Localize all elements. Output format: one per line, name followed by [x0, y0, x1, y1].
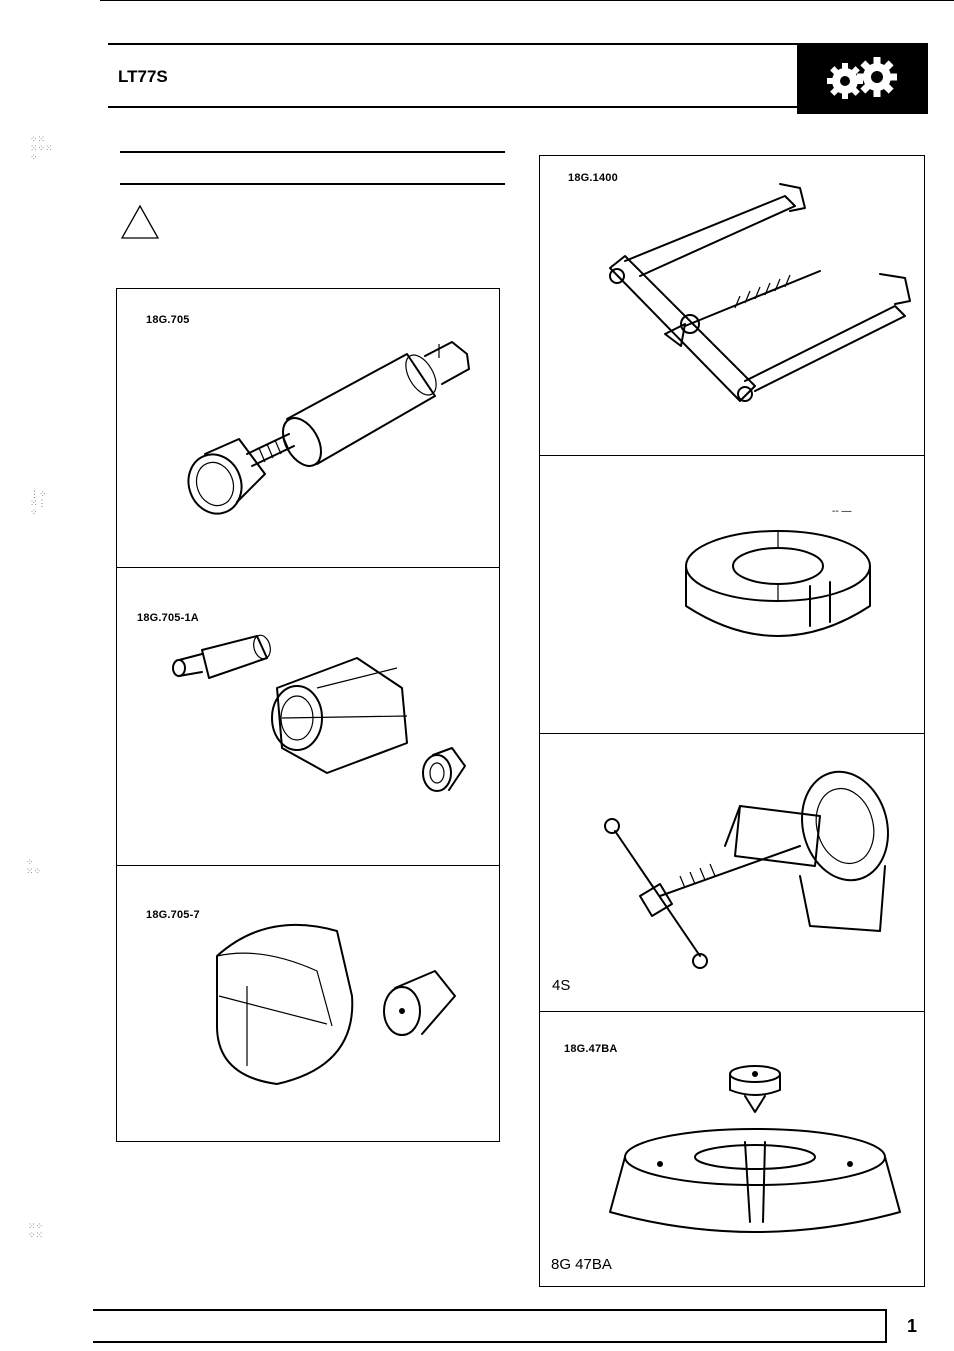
header-bottom-rule: [108, 106, 928, 108]
section-badge: [797, 43, 928, 114]
header-top-rule: [108, 43, 798, 45]
margin-mark: ⁙⁘⁘⁙: [28, 1221, 44, 1240]
margin-mark: ⁘⁙⁙⁘⁙⁘: [30, 134, 53, 162]
bearing-remover-illustration: [604, 770, 889, 969]
warning-icon: [120, 204, 160, 239]
tool-panel-18g47ba: 18G.47BA 8G 47BA: [539, 1011, 925, 1287]
page-number: 1: [907, 1316, 918, 1336]
tool-label: 18G.1400: [568, 172, 618, 184]
section-rule-1: [120, 151, 505, 153]
tool-label: 18G.705-7: [146, 909, 200, 921]
tool-caption: 4S: [552, 977, 571, 994]
base-and-pilot-illustration: [609, 1065, 901, 1233]
tool-panel-18g1400: 18G.1400: [539, 155, 925, 456]
collet-adaptor-illustration: [216, 923, 456, 1085]
impulse-extractor-illustration: [187, 341, 470, 515]
puller-illustration: [609, 183, 911, 402]
gears-icon: [827, 57, 897, 99]
margin-mark: ⋮⁘⁙⋮⁘: [30, 489, 47, 517]
margin-mark: ⁘⁙⁘: [26, 857, 42, 876]
page-title: LT77S: [118, 67, 168, 86]
footer-divider: [885, 1309, 887, 1343]
tool-label: 18G.47BA: [564, 1043, 618, 1055]
tool-panel-remover: 4S: [539, 733, 925, 1012]
tool-label: 18G.705-1A: [137, 612, 199, 624]
section-rule-2: [120, 183, 505, 185]
tick-marks: -- —: [832, 506, 852, 517]
remover-adaptor-illustration: [172, 634, 466, 792]
tool-panel-support-block: -- —: [539, 455, 925, 734]
tool-label: 18G.705: [146, 314, 190, 326]
top-rule: [100, 0, 954, 1]
tool-panel-18g705-7: 18G.705-7: [116, 865, 500, 1142]
footer-top-rule: [93, 1309, 886, 1311]
tool-panel-18g705: 18G.705: [116, 288, 500, 568]
footer-bottom-rule: [93, 1341, 886, 1343]
tool-panel-18g705-1a: 18G.705-1A: [116, 567, 500, 866]
support-block-illustration: [685, 530, 871, 637]
tool-caption: 8G 47BA: [551, 1256, 612, 1273]
